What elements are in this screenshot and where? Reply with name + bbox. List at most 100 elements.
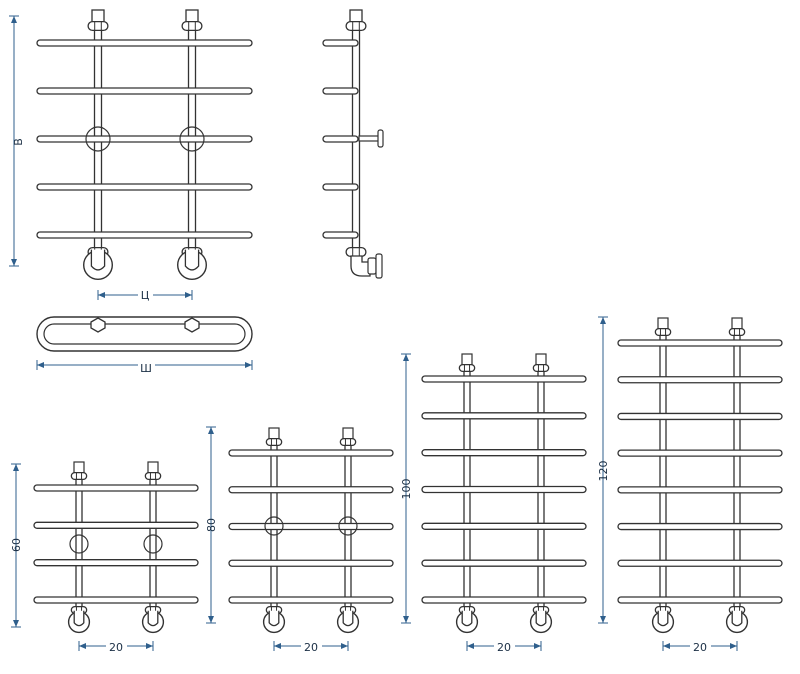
variant-1-foot-0-elbow — [268, 610, 280, 627]
front-bar-2 — [36, 135, 253, 143]
height-dimension-arrow — [11, 259, 17, 266]
variant-0-bracket-1 — [143, 534, 163, 554]
side-bracket-plate — [377, 129, 384, 148]
variant-100-height-label: 100 — [400, 479, 413, 500]
plan-view — [36, 316, 253, 352]
front-bracket-0 — [85, 126, 111, 152]
side-bar-1 — [322, 87, 359, 95]
variant-0-bar-2 — [33, 559, 199, 567]
variant-1-top-nut-1 — [339, 437, 357, 447]
variant-0-bar-3 — [33, 596, 199, 604]
variant-0-spacing-dimension — [78, 641, 154, 651]
variant-3-bar-3 — [617, 449, 783, 457]
side-top-nut — [345, 20, 367, 32]
variant-1-top-nut-0 — [265, 437, 283, 447]
front-bracket-1 — [179, 126, 205, 152]
variant-60-height-label: 60 — [10, 538, 23, 552]
front-bar-1 — [36, 87, 253, 95]
variant-3-riser-0 — [659, 319, 667, 619]
variant-100-spacing-label: 20 — [497, 641, 511, 654]
variant-0-bracket-0 — [69, 534, 89, 554]
spacing-symbol-label: Ц — [141, 289, 150, 302]
variant-2-foot-1-elbow — [535, 610, 547, 627]
variant-2-spacing-dimension-arrow — [534, 643, 541, 649]
variant-2-bar-3 — [421, 485, 587, 494]
variant-0-height-dimension-arrow — [13, 464, 19, 471]
variant-1-spacing-dimension-arrow — [341, 643, 348, 649]
variant-2-bar-2 — [421, 449, 587, 457]
variant-0-bar-1 — [33, 521, 199, 529]
plan-hex-nut-0 — [90, 317, 106, 333]
variant-3-bar-6 — [617, 559, 783, 567]
variant-1-spacing-dimension — [273, 641, 349, 651]
variant-2-bar-6 — [421, 596, 587, 604]
variant-80-height-label: 80 — [205, 518, 218, 532]
width-dimension — [36, 360, 253, 370]
variant-1-height-dimension-arrow — [208, 427, 214, 434]
side-elbow-nut — [367, 257, 377, 275]
spacing-dimension — [97, 290, 193, 300]
variant-1-bar-2 — [228, 522, 394, 531]
variant-3-bar-5 — [617, 522, 783, 531]
front-bar-3 — [36, 183, 253, 191]
front-foot-1-elbow — [184, 249, 200, 271]
variant-1-bar-4 — [228, 596, 394, 604]
side-elbow — [350, 255, 371, 277]
variant-1-foot-1-elbow — [342, 610, 354, 627]
spacing-dimension-arrow — [185, 292, 192, 298]
plan-hex-nut-1 — [184, 317, 200, 333]
side-bar-2 — [322, 135, 359, 143]
variant-3-top-nut-0 — [654, 327, 672, 337]
plan-loop-inner — [43, 323, 246, 345]
variant-0-spacing-dimension-arrow — [79, 643, 86, 649]
variant-3-height-dimension-arrow — [600, 616, 606, 623]
variant-3-height-dimension-arrow — [600, 317, 606, 324]
variant-80 — [228, 427, 394, 634]
variant-1-height-dimension — [206, 426, 216, 624]
variant-3-foot-1-elbow — [731, 610, 743, 627]
variant-1-bar-1 — [228, 486, 394, 494]
front-view — [36, 9, 253, 280]
variant-2-bar-5 — [421, 559, 587, 567]
spacing-dimension-arrow — [98, 292, 105, 298]
variant-2-bar-1 — [421, 412, 587, 420]
variant-0-bar-0 — [33, 484, 199, 492]
variant-2-top-nut-0 — [458, 363, 476, 373]
variant-1-bracket-0 — [264, 516, 284, 536]
variant-80-spacing-label: 20 — [304, 641, 318, 654]
front-top-nut-1 — [181, 20, 203, 32]
side-bracket-arm — [358, 135, 380, 142]
variant-2-bar-0 — [421, 375, 587, 383]
width-symbol-label: Ш — [140, 362, 152, 375]
variant-0-top-nut-1 — [144, 471, 162, 481]
front-bar-0 — [36, 39, 253, 47]
variant-60 — [33, 461, 199, 634]
variant-3-bar-7 — [617, 596, 783, 604]
variant-0-height-dimension — [11, 463, 21, 628]
variant-3-foot-0-elbow — [657, 610, 669, 627]
side-bar-3 — [322, 183, 359, 191]
variant-1-bar-0 — [228, 449, 394, 457]
variant-2-height-dimension-arrow — [403, 354, 409, 361]
side-bottom-nut — [345, 246, 367, 258]
height-symbol-label: В — [12, 138, 25, 146]
variant-2-bar-4 — [421, 522, 587, 530]
variant-100 — [421, 353, 587, 634]
variant-3-riser-1 — [733, 319, 741, 619]
variant-2-height-dimension — [401, 353, 411, 624]
side-bar-0 — [322, 39, 359, 47]
variant-2-height-dimension-arrow — [403, 616, 409, 623]
variant-2-spacing-dimension-arrow — [467, 643, 474, 649]
front-bar-4 — [36, 231, 253, 239]
height-dimension — [9, 15, 19, 267]
variant-3-bar-0 — [617, 339, 783, 347]
height-dimension-arrow — [11, 16, 17, 23]
side-bar-4 — [322, 231, 359, 239]
variant-60-spacing-label: 20 — [109, 641, 123, 654]
variant-3-top-nut-1 — [728, 327, 746, 337]
variant-3-spacing-dimension — [662, 641, 738, 651]
front-foot-0-elbow — [90, 249, 106, 271]
variant-1-height-dimension-arrow — [208, 616, 214, 623]
variant-0-foot-1-elbow — [147, 610, 159, 627]
